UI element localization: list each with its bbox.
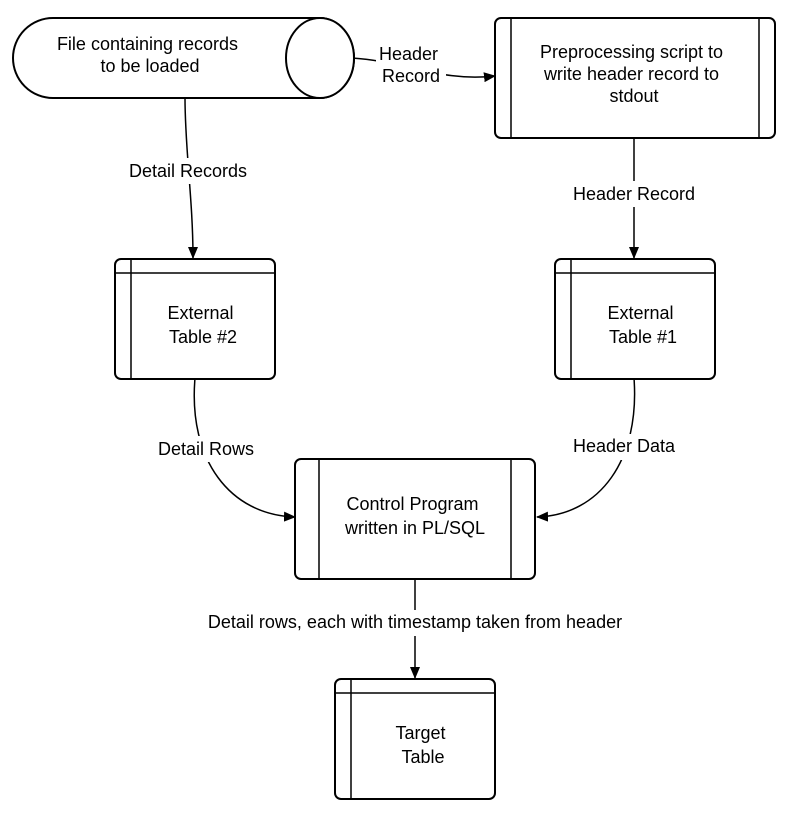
target-table-label-line: Target	[395, 723, 445, 743]
control-program-node	[294, 458, 536, 580]
external-table-1-label-line: Table #1	[609, 327, 677, 347]
preprocessing-script-label-line: write header record to	[543, 64, 719, 84]
file-to-script-label-line: Record	[382, 66, 440, 86]
source-file-label-line: File containing records	[57, 34, 238, 54]
preprocessing-script-label-line: stdout	[609, 86, 658, 106]
target-table-label: Target Table	[395, 723, 450, 767]
preprocessing-script-label: Preprocessing script to write header rec…	[540, 42, 728, 106]
file-to-script-label: Header Record	[379, 44, 443, 86]
external-table-2-label-line: Table #2	[169, 327, 237, 347]
target-table-node	[334, 678, 496, 800]
control-to-target-label: Detail rows, each with timestamp taken f…	[208, 612, 622, 632]
source-file-node	[12, 17, 355, 99]
external-table-1-node	[554, 258, 716, 380]
external-table-2-to-control-label: Detail Rows	[158, 439, 254, 459]
source-file-label-line: to be loaded	[100, 56, 199, 76]
preprocessing-script-node	[494, 17, 776, 139]
file-to-external-table-2-label: Detail Records	[129, 161, 247, 181]
control-program-label-line: Control Program	[346, 494, 478, 514]
script-to-external-table-1-label: Header Record	[573, 184, 695, 204]
external-table-1-label: External Table #1	[607, 303, 678, 347]
target-table-label-line: Table	[401, 747, 444, 767]
source-file-label: File containing records to be loaded	[57, 34, 243, 76]
external-table-2-label-line: External	[167, 303, 233, 323]
file-to-script-label-line: Header	[379, 44, 438, 64]
external-table-2-node	[114, 258, 276, 380]
control-program-label: Control Program written in PL/SQL	[344, 494, 485, 538]
edge-external-table-1-to-control	[536, 377, 636, 522]
external-table-1-to-control-label: Header Data	[573, 436, 676, 456]
edge-external-table-2-to-control	[193, 377, 296, 522]
external-table-1-label-line: External	[607, 303, 673, 323]
external-table-2-label: External Table #2	[167, 303, 238, 347]
control-program-label-line: written in PL/SQL	[344, 518, 485, 538]
preprocessing-script-label-line: Preprocessing script to	[540, 42, 723, 62]
